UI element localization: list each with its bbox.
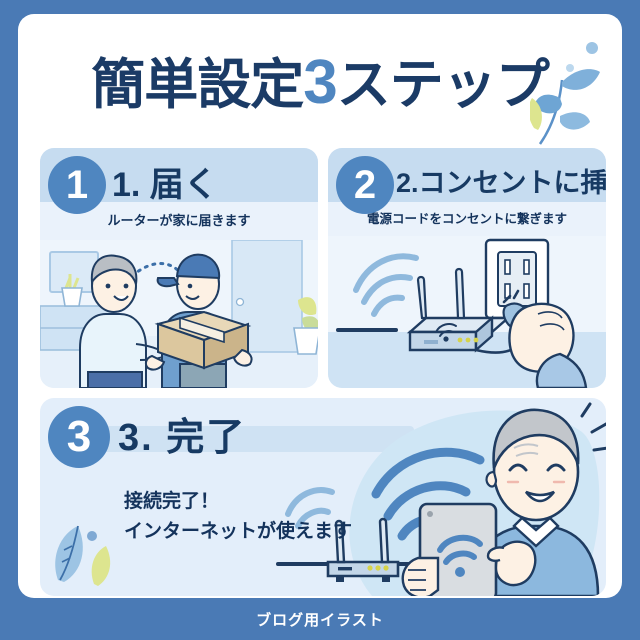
page-title: 簡単設定3ステップ — [18, 40, 622, 119]
step-3-title: 3. 完了 — [118, 417, 247, 459]
step-2-title: 2.コンセントに挿す — [396, 168, 606, 198]
step-panel-1[interactable]: 1 1. 届く ルーターが家に届きます — [40, 148, 318, 388]
step-2-subtitle: 電源コードをコンセントに繋ぎます — [366, 212, 568, 226]
step-panel-2[interactable]: 2 2.コンセントに挿す 電源コードをコンセントに繋ぎます — [328, 148, 606, 388]
step-3-heading-band — [40, 398, 606, 454]
step-1-number-badge: 1 — [48, 156, 106, 214]
step-panel-3[interactable]: 3 3. 完了 接続完了！ インターネットが使えます — [40, 398, 606, 596]
step-1-illustration — [40, 240, 318, 388]
page-title-number: 3 — [303, 48, 337, 117]
page-title-after: ステップ — [336, 55, 550, 115]
poster-card: 簡単設定3ステップ 1 1. 届く ルーターが家に届きます — [18, 14, 622, 598]
leaf-decoration-icon — [55, 525, 111, 586]
step-3-subtitle-line1: 接続完了！ — [124, 491, 220, 512]
step-3-heading-highlight — [94, 426, 414, 452]
step-1-subtitle: ルーターが家に届きます — [107, 213, 251, 228]
leaf-sprig-icon — [530, 42, 600, 145]
step-3-subtitle-line2: インターネットが使えます — [124, 521, 353, 542]
step-1-title: 1. 届く — [112, 166, 218, 204]
wifi-wave-icon — [353, 253, 419, 317]
step-3-illustration — [276, 402, 606, 596]
page-title-before: 簡単設定 — [91, 55, 304, 115]
step-2-number-badge: 2 — [336, 156, 394, 214]
footer-label: ブログ用イラスト — [0, 598, 640, 640]
step-3-number-badge: 3 — [48, 406, 110, 468]
step-2-illustration — [328, 236, 606, 388]
